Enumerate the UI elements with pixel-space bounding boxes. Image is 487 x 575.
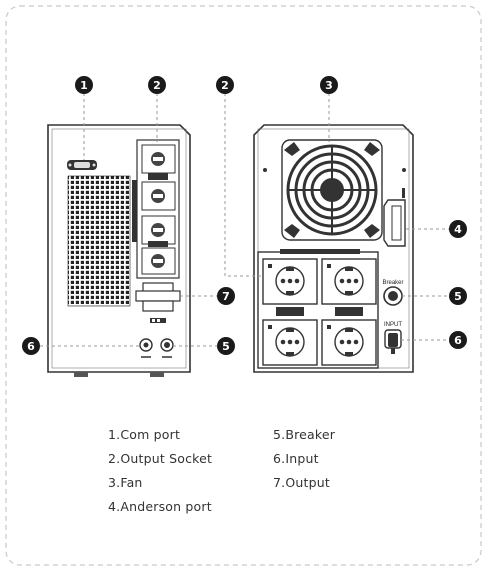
input-plug-icon: INPUT [384,322,402,354]
output-socket-panel-left [132,139,180,279]
callout-2-left-text: 2 [153,79,161,92]
leader-lines [40,93,449,347]
callout-2-left: 2 [148,76,166,94]
callout-1-text: 1 [80,79,88,92]
callout-6-left-text: 6 [27,340,35,353]
legend-item-output: 7.Output [273,475,330,490]
vent-grill [67,175,131,307]
callout-5-left: 5 [217,337,235,355]
callouts: 1 2 2 3 4 5 6 7 [22,76,467,355]
legend-right-column: 5.Breaker 6.Input 7.Output [273,423,335,495]
com-port-icon [67,160,97,170]
callout-4: 4 [449,220,467,238]
breaker-knob-icon: Breaker [382,280,404,306]
callout-5-right-text: 5 [454,290,462,303]
legend-item-com-port: 1.Com port [108,427,181,442]
callout-7: 7 [217,287,235,305]
legend-item-anderson-port: 4.Anderson port [108,499,212,514]
input-label: INPUT [384,322,402,328]
anderson-port-left [135,282,181,323]
callout-3: 3 [320,76,338,94]
output-sockets-right [257,249,379,369]
breaker-left [160,338,174,358]
callout-6-left: 6 [22,337,40,355]
callout-6-right-text: 6 [454,334,462,347]
dashed-frame [5,5,482,566]
legend-item-input: 6.Input [273,451,319,466]
callout-2-right-text: 2 [221,79,229,92]
right-ups-unit: Breaker INPUT [253,124,414,373]
legend-left-column: 1.Com port 2.Output Socket 3.Fan 4.Ander… [108,423,212,519]
left-ups-unit [47,124,191,377]
legend-item-breaker: 5.Breaker [273,427,336,442]
callout-1: 1 [75,76,93,94]
legend-item-output-socket: 2.Output Socket [108,451,213,466]
input-socket-left [139,338,153,358]
callout-3-text: 3 [325,79,333,92]
callout-6-right: 6 [449,331,467,349]
callout-5-left-text: 5 [222,340,230,353]
breaker-label: Breaker [382,280,403,286]
legend-item-fan: 3.Fan [108,475,143,490]
fan-icon [281,139,383,241]
callout-7-text: 7 [222,290,230,303]
callout-4-text: 4 [454,223,462,236]
anderson-port-right [383,188,406,247]
callout-5-right: 5 [449,287,467,305]
callout-2-right: 2 [216,76,234,94]
